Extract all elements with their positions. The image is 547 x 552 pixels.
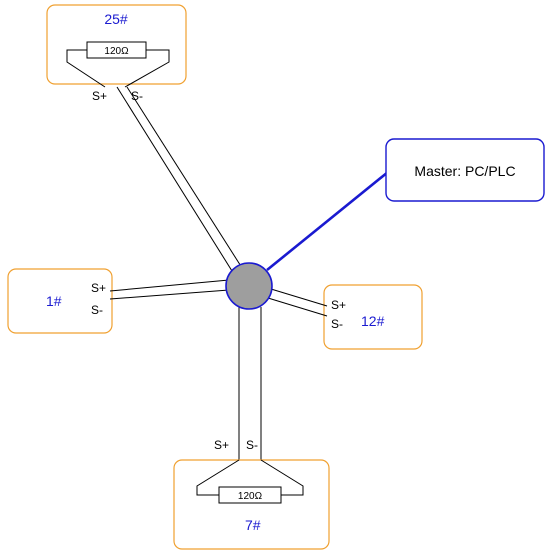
master: Master: PC/PLC — [385, 138, 545, 202]
cable-25-to-hub — [116, 86, 245, 272]
node-7-termination-wire-left — [196, 459, 240, 496]
cable-12-to-hub — [267, 288, 328, 317]
node-7-box — [173, 459, 330, 550]
node-7-resistor-label: 120Ω — [238, 491, 263, 502]
node-1-s-plus-label: S+ — [91, 281, 106, 295]
node-7-resistor — [218, 486, 282, 504]
node-1: 1# S+ S- — [7, 268, 113, 334]
node-25-s-minus-label: S- — [131, 89, 143, 103]
node-25: 25# 120Ω S+ S- — [46, 4, 187, 103]
node-25-termination-wire — [66, 49, 106, 88]
node-7-s-plus-label: S+ — [214, 438, 229, 452]
node-25-s-plus-label: S+ — [92, 89, 107, 103]
node-7-label: 7# — [245, 517, 261, 533]
bus-hub — [225, 262, 273, 310]
node-1-box — [7, 268, 113, 334]
cable-hub-to-7 — [238, 307, 262, 460]
node-25-resistor — [86, 41, 147, 59]
node-25-termination-wire-right — [124, 49, 170, 88]
node-7-termination-wire-right — [260, 459, 304, 496]
node-7: S+ S- 120Ω 7# — [173, 438, 330, 550]
node-12-s-minus-label: S- — [331, 317, 343, 331]
node-1-label: 1# — [46, 293, 62, 309]
master-box — [385, 138, 545, 202]
node-25-label: 25# — [104, 11, 128, 27]
node-12-s-plus-label: S+ — [331, 298, 346, 312]
node-12-label: 12# — [361, 313, 385, 329]
cable-1-to-hub — [109, 279, 230, 300]
node-12: 12# S+ S- — [323, 284, 423, 350]
node-12-box — [323, 284, 423, 350]
node-7-s-minus-label: S- — [246, 438, 258, 452]
master-label: Master: PC/PLC — [414, 163, 515, 179]
node-25-resistor-label: 120Ω — [104, 46, 129, 57]
master-link — [266, 170, 389, 272]
node-1-s-minus-label: S- — [91, 303, 103, 317]
